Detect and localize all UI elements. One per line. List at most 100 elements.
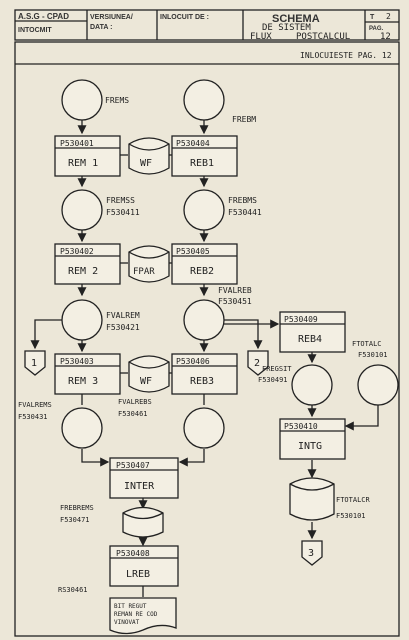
drum-label: FPAR [133, 267, 155, 277]
connector-2: 2 [247, 350, 269, 376]
program-code: P530401 [60, 139, 94, 148]
program-reb2: P530405 REB2 [171, 243, 238, 285]
program-rem1: P530401 REM 1 [54, 135, 121, 177]
drum-label: WF [140, 158, 152, 169]
t-label: T [370, 14, 375, 21]
program-code: P530405 [176, 247, 210, 256]
file-fregsit-label: FREGSIT [262, 365, 292, 373]
program-rem3: P530403 REM 3 [54, 353, 121, 395]
title-top: SCHEMA [272, 13, 320, 25]
program-name: LREB [126, 569, 150, 580]
date-label: DATA : [90, 24, 112, 31]
connector-shape [24, 350, 46, 376]
version-label: VERSIUNEA/ [90, 14, 133, 21]
program-code: P530408 [116, 549, 150, 558]
report-code: RS30461 [58, 586, 88, 594]
program-box [109, 457, 179, 499]
drum-ftotalcr [289, 477, 335, 521]
report-line-1: BIT REGUT [114, 603, 147, 610]
program-box [279, 418, 346, 460]
drum-rim [128, 251, 170, 259]
program-box [171, 135, 238, 177]
flow-arrow-to-intg [344, 405, 379, 431]
file-fvalrems-code: F530431 [18, 413, 48, 421]
file-fregsit-code: F530491 [258, 376, 288, 384]
program-code: P530404 [176, 139, 210, 148]
page-label: PAG. [369, 26, 384, 32]
file-fremss [61, 189, 103, 231]
program-box [279, 311, 346, 353]
drum-wf-2: WF [128, 355, 170, 393]
diagram-frame [14, 41, 400, 637]
flow-arrow-to-connector-2 [224, 319, 263, 350]
drum-rim [122, 512, 164, 520]
connector-3: 3 [301, 540, 323, 566]
document-shape [109, 597, 177, 635]
file-fvalrebs-code: F530461 [118, 410, 148, 418]
file-frebms-label: FREBMS [228, 196, 257, 205]
program-reb1: P530404 REB1 [171, 135, 238, 177]
file-frebm-label: FREBM [232, 115, 256, 124]
file-frems [61, 79, 103, 121]
replaces-note: INLOCUIESTE PAG. 12 [300, 51, 392, 60]
drum-shape [128, 137, 170, 175]
drum-rim [128, 143, 170, 151]
program-code: P530403 [60, 357, 94, 366]
program-code: P530410 [284, 422, 318, 431]
report-line-3: VINOVAT [114, 619, 140, 626]
program-box [171, 243, 238, 285]
file-fremss-code: F530411 [106, 208, 140, 217]
program-name: REB2 [190, 266, 214, 277]
file-fvalrebs [183, 407, 225, 449]
program-name: INTG [298, 441, 322, 452]
report-line-2: REMAN RE COD [114, 611, 158, 618]
program-name: REB1 [190, 158, 214, 169]
program-reb3: P530406 REB3 [171, 353, 238, 395]
file-fremss-label: FREMSS [106, 196, 135, 205]
flow-lines [30, 120, 379, 597]
file-fvalrem-code: F530421 [106, 323, 140, 332]
title-bottom-left: FLUX [250, 32, 272, 42]
file-frebms [183, 189, 225, 231]
program-lreb: P530408 LREB [109, 545, 179, 587]
program-code: P530407 [116, 461, 150, 470]
connector-label: 1 [31, 358, 37, 369]
file-fvalrems-label: FVALREMS [18, 401, 52, 409]
org-label: A.S.G - CPAD [18, 12, 69, 21]
program-name: INTER [124, 481, 155, 492]
program-box [54, 243, 121, 285]
program-name: REM 1 [68, 158, 98, 169]
file-ftotalc-label: FTOTALC [352, 340, 382, 348]
drum-shape [289, 477, 335, 521]
drum-rim [128, 361, 170, 369]
program-box [54, 135, 121, 177]
file-fvalrem-label: FVALREM [106, 311, 140, 320]
program-code: P530409 [284, 315, 318, 324]
flow-arrow-to-inter [178, 449, 205, 467]
program-name: REM 2 [68, 266, 98, 277]
connector-shape [247, 350, 269, 376]
file-fvalreb [183, 299, 225, 341]
replaced-label: INLOCUIT DE : [160, 14, 209, 21]
prepared-label: INTOCMIT [18, 27, 52, 34]
program-reb4: P530409 REB4 [279, 311, 346, 353]
report-document: BIT REGUT REMAN RE COD VINOVAT [109, 597, 177, 635]
connector-label: 2 [254, 358, 260, 369]
file-frebms-code: F530441 [228, 208, 262, 217]
page-value: 12 [380, 32, 391, 42]
program-rem2: P530402 REM 2 [54, 243, 121, 285]
file-fvalreb-label: FVALREB [218, 286, 252, 295]
t-value: 2 [386, 12, 391, 21]
title-bottom-right: POSTCALCUL [296, 32, 350, 42]
file-fvalrebs-label: FVALREBS [118, 398, 152, 406]
flow-arrow-to-inter [81, 449, 110, 467]
program-code: P530406 [176, 357, 210, 366]
file-frems-label: FREMS [105, 96, 129, 105]
file-fregsit [291, 364, 333, 406]
program-box [109, 545, 179, 587]
file-frebm [183, 79, 225, 121]
program-inter: P530407 INTER [109, 457, 179, 499]
